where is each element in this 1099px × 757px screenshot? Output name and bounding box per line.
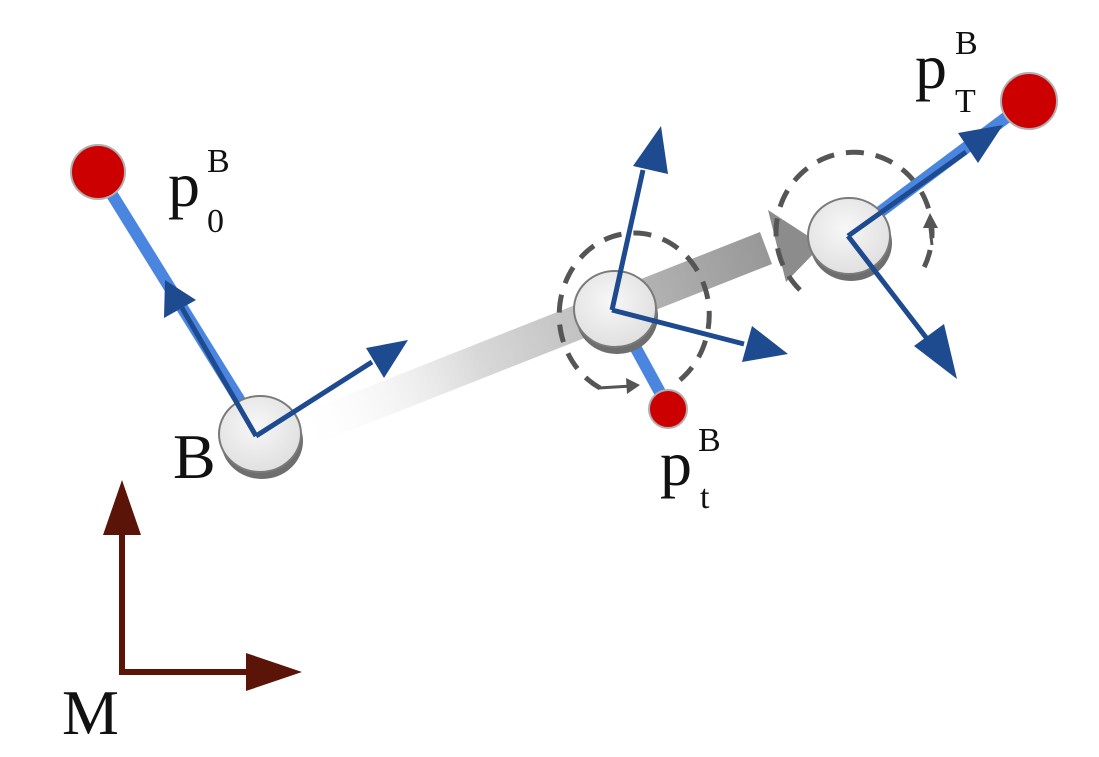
body-frame-T	[846, 125, 1003, 379]
pT-label: p B T	[915, 25, 978, 120]
pT-label-base: p	[915, 31, 947, 102]
robot-body-start	[218, 395, 303, 479]
pt-label: p B t	[660, 422, 721, 516]
p0-label-sup: B	[207, 143, 230, 180]
p0-label-sub: 0	[207, 203, 224, 240]
target-point-T	[1000, 72, 1058, 130]
rotation-indicator-T	[773, 149, 938, 292]
body-frame-t	[609, 126, 788, 362]
pt-label-base: p	[660, 428, 692, 499]
pT-label-sup: B	[955, 25, 978, 62]
base-label: B	[173, 421, 216, 492]
p0-label: p B 0	[168, 143, 230, 240]
pT-label-sub: T	[955, 83, 976, 120]
pt-label-sub: t	[700, 479, 710, 516]
target-point-t	[648, 389, 688, 429]
map-frame	[103, 480, 302, 691]
p0-label-base: p	[168, 149, 200, 220]
target-point-start	[70, 144, 126, 200]
pt-label-sup: B	[698, 422, 721, 459]
map-label: M	[62, 677, 119, 748]
rotation-indicator-t	[556, 230, 712, 394]
trajectory-arrow	[284, 210, 822, 452]
body-frame-start	[164, 280, 408, 439]
